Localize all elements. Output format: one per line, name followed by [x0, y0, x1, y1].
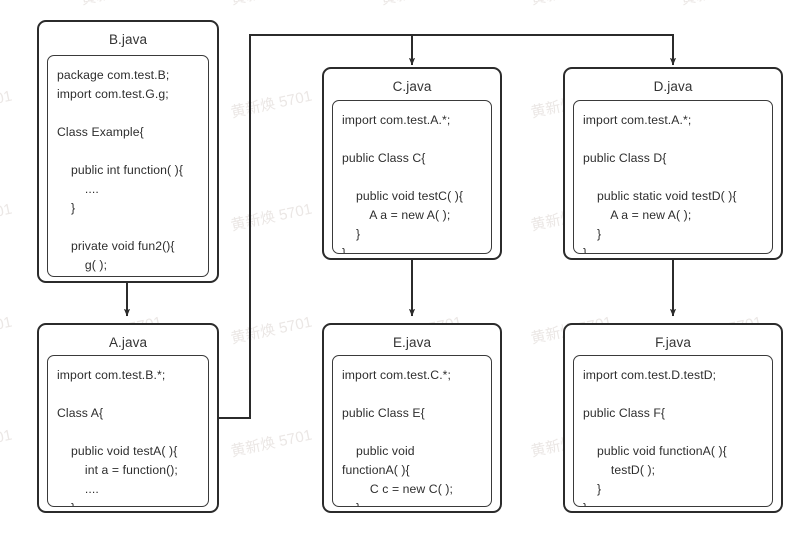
watermark-text: 黄新焕 5701: [229, 537, 314, 540]
code-text-a-java: import com.test.B.*; Class A{ public voi…: [57, 368, 178, 506]
watermark-text: 黄新焕 5701: [679, 0, 764, 9]
watermark-text: 黄新焕 5701: [529, 0, 614, 9]
watermark-text: 黄新焕 5701: [79, 0, 164, 9]
file-code-body-f-java: import com.test.D.testD; public Class F{…: [573, 355, 773, 507]
watermark-text: 黄新焕 5701: [229, 313, 314, 348]
edge-a-to-d: [250, 34, 677, 66]
watermark-text: 黄新焕 5701: [529, 537, 614, 540]
file-code-body-a-java: import com.test.B.*; Class A{ public voi…: [47, 355, 209, 507]
file-card-f-java[interactable]: F.java import com.test.D.testD; public C…: [563, 323, 783, 513]
file-card-c-java[interactable]: C.java import com.test.A.*; public Class…: [322, 67, 502, 260]
watermark-text: 黄新焕 5701: [0, 87, 14, 122]
code-text-c-java: import com.test.A.*; public Class C{ pub…: [342, 113, 464, 254]
file-title-c-java: C.java: [392, 79, 432, 94]
code-text-b-java: package com.test.B; import com.test.G.g;…: [57, 68, 183, 272]
watermark-text: 黄新焕 5701: [0, 0, 14, 9]
file-title-f-java: F.java: [655, 335, 691, 350]
code-text-d-java: import com.test.A.*; public Class D{ pub…: [583, 113, 737, 254]
watermark-text: 黄新焕 5701: [229, 0, 314, 9]
watermark-text: 黄新焕 5701: [0, 313, 14, 348]
file-title-d-java: D.java: [653, 79, 693, 94]
file-code-body-b-java: package com.test.B; import com.test.G.g;…: [47, 55, 209, 277]
watermark-text: 黄新焕 5701: [229, 426, 314, 461]
file-card-b-java[interactable]: B.java package com.test.B; import com.te…: [37, 20, 219, 283]
code-text-f-java: import com.test.D.testD; public Class F{…: [583, 368, 727, 506]
file-title-b-java: B.java: [108, 32, 148, 47]
file-card-d-java[interactable]: D.java import com.test.A.*; public Class…: [563, 67, 783, 260]
watermark-text: 黄新焕 5701: [0, 537, 14, 540]
code-text-e-java: import com.test.C.*; public Class E{ pub…: [342, 368, 453, 506]
file-title-a-java: A.java: [108, 335, 148, 350]
watermark-text: 黄新焕 5701: [229, 87, 314, 122]
file-title-e-java: E.java: [392, 335, 432, 350]
watermark-text: 黄新焕 5701: [679, 537, 764, 540]
watermark-text: 黄新焕 5701: [379, 0, 464, 9]
watermark-text: 黄新焕 5701: [379, 537, 464, 540]
watermark-text: 黄新焕 5701: [0, 426, 14, 461]
watermark-text: 黄新焕 5701: [0, 200, 14, 235]
watermark-text: 黄新焕 5701: [79, 537, 164, 540]
file-code-body-e-java: import com.test.C.*; public Class E{ pub…: [332, 355, 492, 507]
file-card-a-java[interactable]: A.java import com.test.B.*; Class A{ pub…: [37, 323, 219, 513]
watermark-text: 黄新焕 5701: [229, 200, 314, 235]
file-code-body-c-java: import com.test.A.*; public Class C{ pub…: [332, 100, 492, 254]
file-card-e-java[interactable]: E.java import com.test.C.*; public Class…: [322, 323, 502, 513]
file-code-body-d-java: import com.test.A.*; public Class D{ pub…: [573, 100, 773, 254]
